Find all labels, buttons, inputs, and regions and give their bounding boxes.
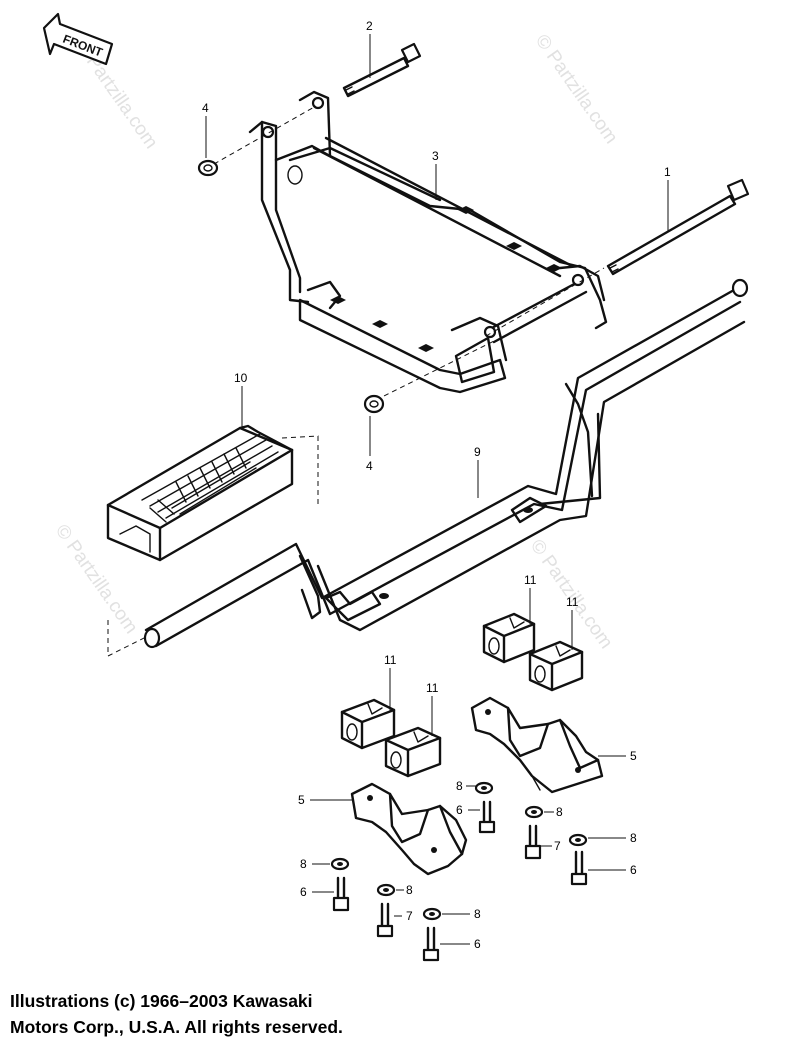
- callout-part-6-b: 6: [630, 863, 637, 877]
- bolt-part-2: [342, 42, 422, 98]
- damper-part-11-d: [384, 726, 442, 778]
- callout-part-11-b: 11: [566, 595, 579, 609]
- frame-part-3: [248, 90, 608, 394]
- callout-part-5-right: 5: [630, 749, 637, 763]
- bolt-part-6-b: [570, 850, 588, 886]
- damper-part-11-b: [528, 640, 584, 692]
- alignment-line-washer: [375, 339, 497, 401]
- damper-part-11-a: [482, 612, 536, 664]
- callout-part-8-f: 8: [474, 907, 481, 921]
- callout-part-8-c: 8: [630, 831, 637, 845]
- bolt-part-7-a: [524, 824, 542, 860]
- bolt-part-6-a: [478, 800, 496, 834]
- callout-part-3: 3: [432, 149, 439, 163]
- callout-part-5-left: 5: [298, 793, 305, 807]
- lock-washer-part-8-b: [524, 805, 544, 819]
- clamp-part-5-right: [470, 696, 604, 794]
- watermark-mid-left: © Partzilla.com: [51, 521, 142, 638]
- callout-part-7-b: 7: [406, 909, 413, 923]
- callout-part-2: 2: [366, 19, 373, 33]
- callout-part-11-c: 11: [384, 653, 397, 667]
- lock-washer-part-8-e: [376, 883, 396, 897]
- footrest-bar-part-9: [143, 278, 749, 649]
- callout-part-8-d: 8: [300, 857, 307, 871]
- callout-part-9: 9: [474, 445, 481, 459]
- lock-washer-part-8-a: [474, 781, 494, 795]
- clamp-part-5-left: [350, 782, 468, 876]
- callout-part-10: 10: [234, 371, 248, 385]
- callout-part-8-a: 8: [456, 779, 463, 793]
- lock-washer-part-8-d: [330, 857, 350, 871]
- watermark-top-right: © Partzilla.com: [531, 31, 622, 148]
- washer-part-4-top: [197, 159, 219, 177]
- callout-part-1: 1: [664, 165, 671, 179]
- callout-part-8-b: 8: [556, 805, 563, 819]
- bolt-part-6-d: [422, 926, 440, 962]
- lock-washer-part-8-c: [568, 833, 588, 847]
- copyright-line-1: Illustrations (c) 1966–2003 Kawasaki: [10, 991, 313, 1011]
- callout-part-4-top: 4: [202, 101, 209, 115]
- lock-washer-part-8-f: [422, 907, 442, 921]
- callout-part-6-c: 6: [300, 885, 307, 899]
- callout-part-8-e: 8: [406, 883, 413, 897]
- leader-lines: [205, 34, 669, 945]
- callout-part-11-d: 11: [426, 681, 439, 695]
- bolt-part-6-c: [332, 876, 350, 912]
- alignment-line-bolt-1: [485, 267, 605, 337]
- callout-part-11-a: 11: [524, 573, 537, 587]
- callout-part-7-a: 7: [554, 839, 561, 853]
- footrest-rubber-part-10: [106, 424, 319, 657]
- callout-part-6-d: 6: [474, 937, 481, 951]
- copyright-notice: Illustrations (c) 1966–2003 Kawasaki Mot…: [10, 988, 343, 1040]
- callout-part-4-bottom: 4: [366, 459, 373, 473]
- washer-part-4-bottom: [363, 394, 385, 414]
- bolt-part-1: [606, 178, 750, 276]
- copyright-line-2: Motors Corp., U.S.A. All rights reserved…: [10, 1017, 343, 1037]
- bolt-part-7-b: [376, 902, 394, 938]
- callout-part-6-a: 6: [456, 803, 463, 817]
- alignment-line-bolt-2: [213, 105, 317, 165]
